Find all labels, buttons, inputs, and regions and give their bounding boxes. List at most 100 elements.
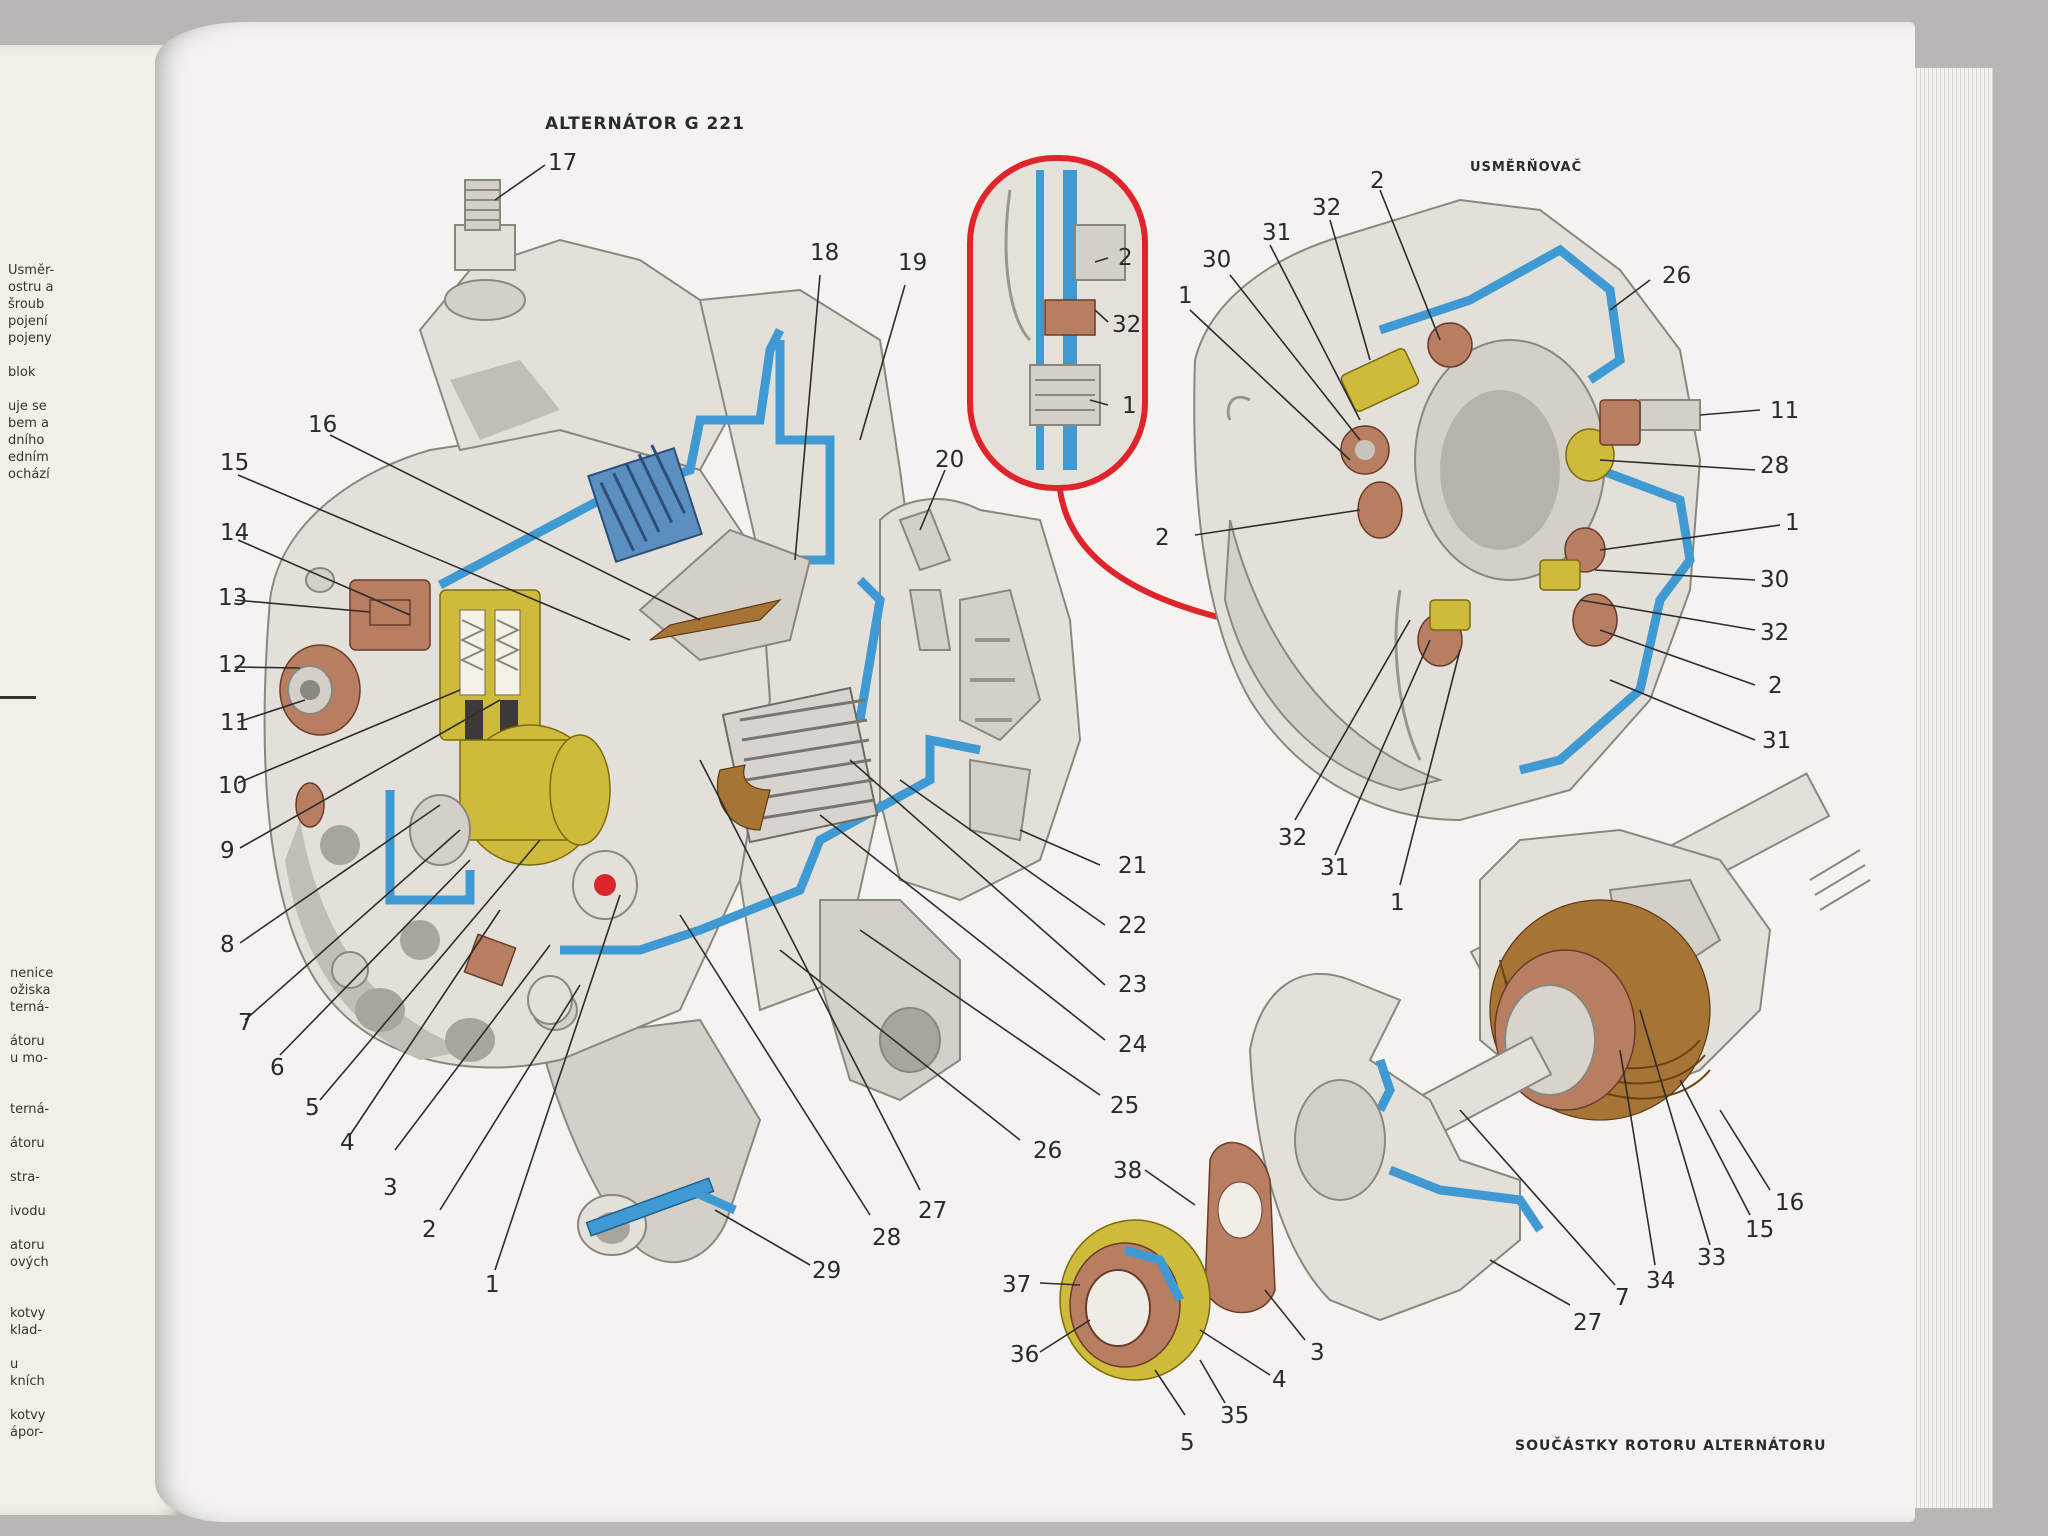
label-rect-32-right: 32 xyxy=(1760,620,1789,646)
page-stack-edge xyxy=(1905,68,1993,1508)
label-rotor-34: 34 xyxy=(1646,1268,1675,1294)
left-page-rule xyxy=(0,696,36,699)
left-page-fragment: šroub xyxy=(8,297,45,312)
left-page-fragment: u xyxy=(10,1357,19,1372)
left-page-fragment: terná- xyxy=(10,1102,50,1117)
label-rect-32-bottom: 32 xyxy=(1278,825,1307,851)
label-rect-2-right: 2 xyxy=(1768,673,1783,699)
label-rect-1-top: 1 xyxy=(1178,283,1193,309)
left-page-fragment: kotvy xyxy=(10,1408,46,1423)
label-main-2: 2 xyxy=(422,1217,437,1243)
label-main-15: 15 xyxy=(220,450,249,476)
label-rect-1-bottom: 1 xyxy=(1390,890,1405,916)
label-rect-28: 28 xyxy=(1760,453,1789,479)
label-main-6: 6 xyxy=(270,1055,285,1081)
label-rect-30-top: 30 xyxy=(1202,247,1231,273)
left-page-fragment: nenice xyxy=(10,966,54,981)
label-rotor-38: 38 xyxy=(1113,1158,1142,1184)
label-rect-31-right: 31 xyxy=(1762,728,1791,754)
left-page-fragment: ivodu xyxy=(10,1204,46,1219)
label-main-5: 5 xyxy=(305,1095,320,1121)
leader-lines xyxy=(234,164,1781,1416)
title-rectifier: USMĚRŇOVAČ xyxy=(1470,160,1583,175)
label-main-16: 16 xyxy=(308,412,337,438)
left-page-fragment: klad- xyxy=(10,1323,43,1338)
label-rect-2-left: 2 xyxy=(1155,525,1170,551)
title-alternator: ALTERNÁTOR G 221 xyxy=(545,114,745,134)
label-main-7: 7 xyxy=(238,1010,253,1036)
label-main-13: 13 xyxy=(218,585,247,611)
label-main-26: 26 xyxy=(1033,1138,1062,1164)
label-rect-11: 11 xyxy=(1770,398,1799,424)
left-page-fragment: pojení xyxy=(8,314,48,329)
label-main-10: 10 xyxy=(218,773,247,799)
label-main-14: 14 xyxy=(220,520,249,546)
rotor-parts-illustration xyxy=(1059,772,1871,1381)
left-page-fragment: ových xyxy=(10,1255,49,1270)
left-page-fragment: ostru a xyxy=(8,280,54,295)
label-rect-31-bottom: 31 xyxy=(1320,855,1349,881)
label-main-29: 29 xyxy=(812,1258,841,1284)
inset-detail xyxy=(967,155,1384,667)
label-rect-26: 26 xyxy=(1662,263,1691,289)
title-rotor-parts: SOUČÁSTKY ROTORU ALTERNÁTORU xyxy=(1515,1438,1827,1454)
label-main-24: 24 xyxy=(1118,1032,1147,1058)
left-page-fragment: átoru xyxy=(10,1136,45,1151)
label-main-17: 17 xyxy=(548,150,577,176)
label-main-9: 9 xyxy=(220,838,235,864)
left-page-fragment: terná- xyxy=(10,1000,50,1015)
label-inset-2: 2 xyxy=(1118,245,1133,271)
label-rotor-3: 3 xyxy=(1310,1340,1325,1366)
label-main-27: 27 xyxy=(918,1198,947,1224)
left-page-fragment: u mo- xyxy=(10,1051,48,1066)
label-main-19: 19 xyxy=(898,250,927,276)
left-page-fragment: átoru xyxy=(10,1034,45,1049)
left-page-fragment: ápor- xyxy=(10,1425,44,1440)
label-rotor-16: 16 xyxy=(1775,1190,1804,1216)
callout-labels: 17 18 19 16 15 14 13 12 11 10 9 8 7 6 5 … xyxy=(218,150,1804,1456)
label-rotor-4: 4 xyxy=(1272,1367,1287,1393)
left-page-fragment: uje se xyxy=(8,399,47,414)
left-page-fragment: atoru xyxy=(10,1238,45,1253)
label-inset-32: 32 xyxy=(1112,312,1141,338)
label-rotor-5: 5 xyxy=(1180,1430,1195,1456)
left-page-fragment: stra- xyxy=(10,1170,40,1185)
label-main-8: 8 xyxy=(220,932,235,958)
label-rotor-33: 33 xyxy=(1697,1245,1726,1271)
label-rotor-36: 36 xyxy=(1010,1342,1039,1368)
left-page-fragment: kotvy xyxy=(10,1306,46,1321)
label-main-21: 21 xyxy=(1118,853,1147,879)
label-main-25: 25 xyxy=(1110,1093,1139,1119)
label-rect-32-top: 32 xyxy=(1312,195,1341,221)
label-main-20: 20 xyxy=(935,447,964,473)
label-rect-30-right: 30 xyxy=(1760,567,1789,593)
label-rotor-7: 7 xyxy=(1615,1285,1630,1311)
label-rotor-37: 37 xyxy=(1002,1272,1031,1298)
label-main-28: 28 xyxy=(872,1225,901,1251)
label-rect-2-top: 2 xyxy=(1370,168,1385,194)
label-main-4: 4 xyxy=(340,1130,355,1156)
label-main-1: 1 xyxy=(485,1272,500,1298)
label-rect-1-right: 1 xyxy=(1785,510,1800,536)
label-main-18: 18 xyxy=(810,240,839,266)
label-rotor-15: 15 xyxy=(1745,1217,1774,1243)
label-rect-31-top: 31 xyxy=(1262,220,1291,246)
label-main-23: 23 xyxy=(1118,972,1147,998)
label-inset-1: 1 xyxy=(1122,393,1137,419)
main-alternator-illustration xyxy=(263,179,1082,1264)
left-page-fragment: dního xyxy=(8,433,45,448)
left-page-fragment: pojeny xyxy=(8,331,52,346)
label-main-22: 22 xyxy=(1118,913,1147,939)
label-main-12: 12 xyxy=(218,652,247,678)
label-rotor-35: 35 xyxy=(1220,1403,1249,1429)
label-main-11: 11 xyxy=(220,710,249,736)
left-page-edge xyxy=(0,45,180,1515)
left-page-fragment: ožiska xyxy=(10,983,51,998)
left-page-fragment: Usměr- xyxy=(8,263,55,278)
left-page-fragment: bem a xyxy=(8,416,50,431)
left-page-fragment: ochází xyxy=(8,467,50,482)
label-rotor-27: 27 xyxy=(1573,1310,1602,1336)
left-page-fragment: kních xyxy=(10,1374,45,1389)
label-main-3: 3 xyxy=(383,1175,398,1201)
